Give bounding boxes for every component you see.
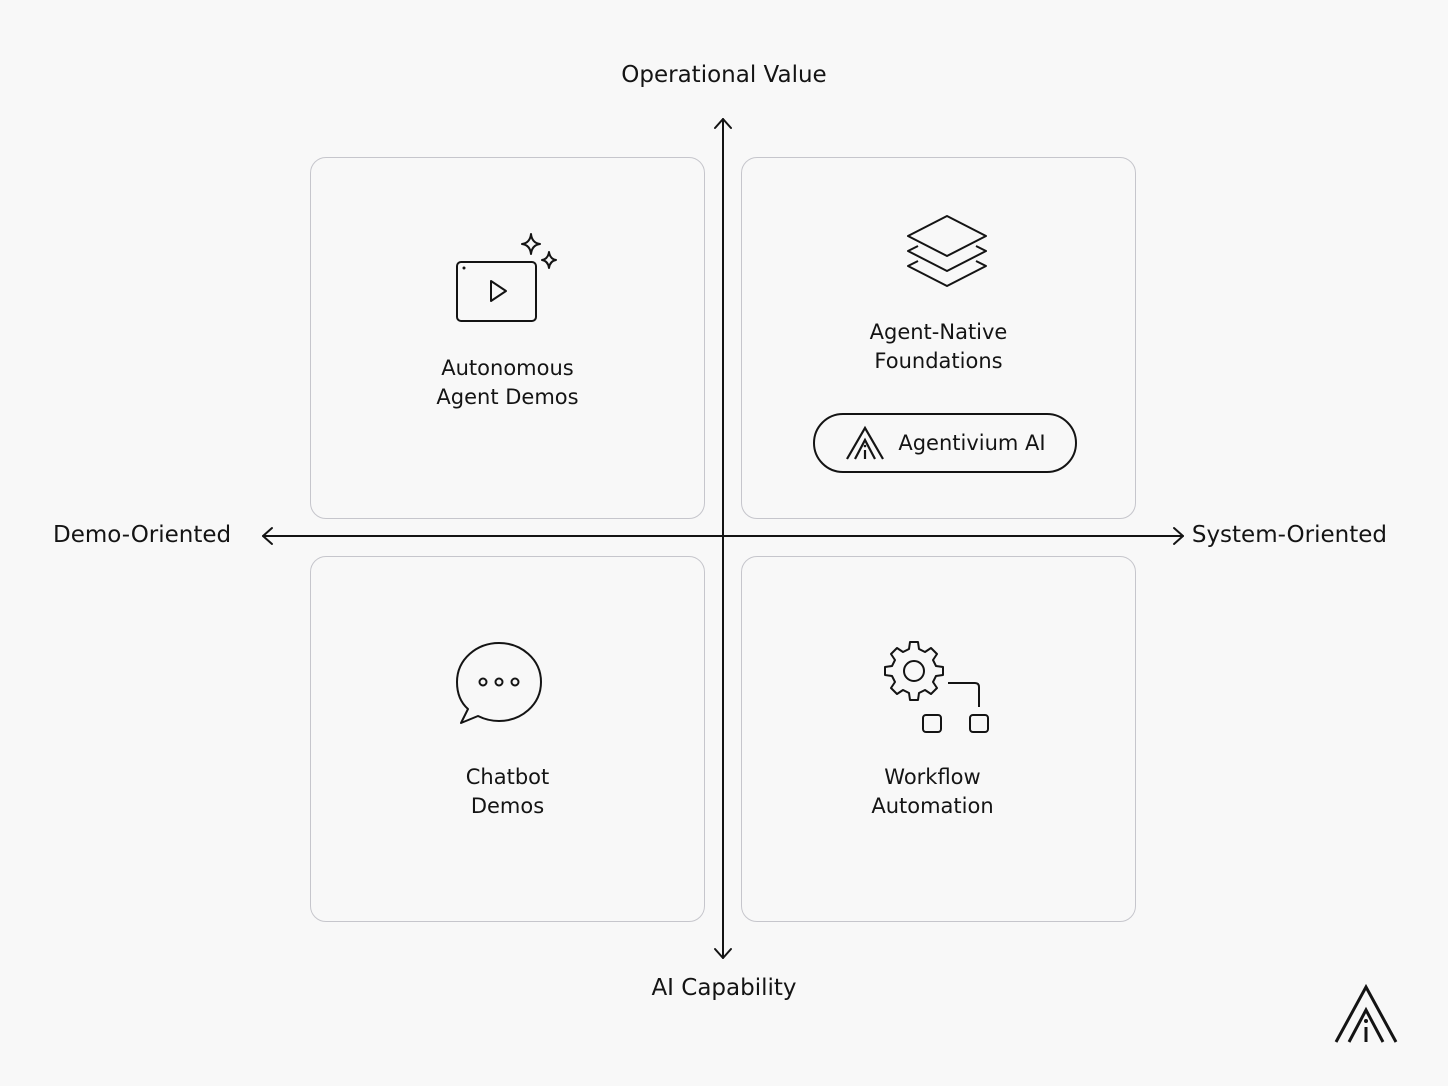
quadrant-chatbot-demos: Chatbot Demos: [310, 556, 705, 922]
agentivium-logo-icon: [1334, 983, 1398, 1043]
quadrant-autonomous-agent-demos: Autonomous Agent Demos: [310, 157, 705, 519]
axis-label-operational-value: Operational Value: [621, 62, 827, 88]
video-sparkle-icon: [456, 233, 557, 322]
quadrant-title-line2: Foundations: [874, 349, 1003, 373]
gear-workflow-icon: [884, 641, 989, 733]
quadrant-title-line1: Autonomous: [441, 356, 574, 380]
agentivium-logo-icon: [846, 425, 885, 460]
quadrant-agent-native-foundations: Agent-Native Foundations Agentivium AI: [741, 157, 1136, 519]
horizontal-axis-arrow-right: [1173, 527, 1184, 545]
axis-label-system-oriented: System-Oriented: [1191, 522, 1387, 548]
vertical-axis-arrow-down: [714, 948, 732, 959]
quadrant-title: Agent-Native Foundations: [742, 318, 1135, 376]
quadrant-title: Chatbot Demos: [311, 763, 704, 821]
quadrant-workflow-automation: Workflow Automation: [741, 556, 1136, 922]
quadrant-title-line1: Workflow: [884, 765, 981, 789]
quadrant-title-line2: Automation: [871, 794, 994, 818]
quadrant-title-line2: Agent Demos: [436, 385, 579, 409]
axis-label-ai-capability: AI Capability: [651, 975, 797, 1001]
axis-label-demo-oriented: Demo-Oriented: [53, 522, 232, 548]
quadrant-title: Autonomous Agent Demos: [311, 354, 704, 412]
agentivium-ai-badge: Agentivium AI: [813, 413, 1077, 473]
chat-bubble-icon: [456, 642, 542, 724]
quadrant-title-line2: Demos: [470, 794, 545, 818]
quadrant-title: Workflow Automation: [736, 763, 1129, 821]
vertical-axis-arrow-up: [714, 118, 732, 129]
horizontal-axis-arrow-left: [262, 527, 273, 545]
layers-icon: [907, 215, 987, 287]
badge-label: Agentivium AI: [898, 431, 1046, 455]
quadrant-title-line1: Agent-Native: [869, 320, 1008, 344]
quadrant-title-line1: Chatbot: [465, 765, 550, 789]
